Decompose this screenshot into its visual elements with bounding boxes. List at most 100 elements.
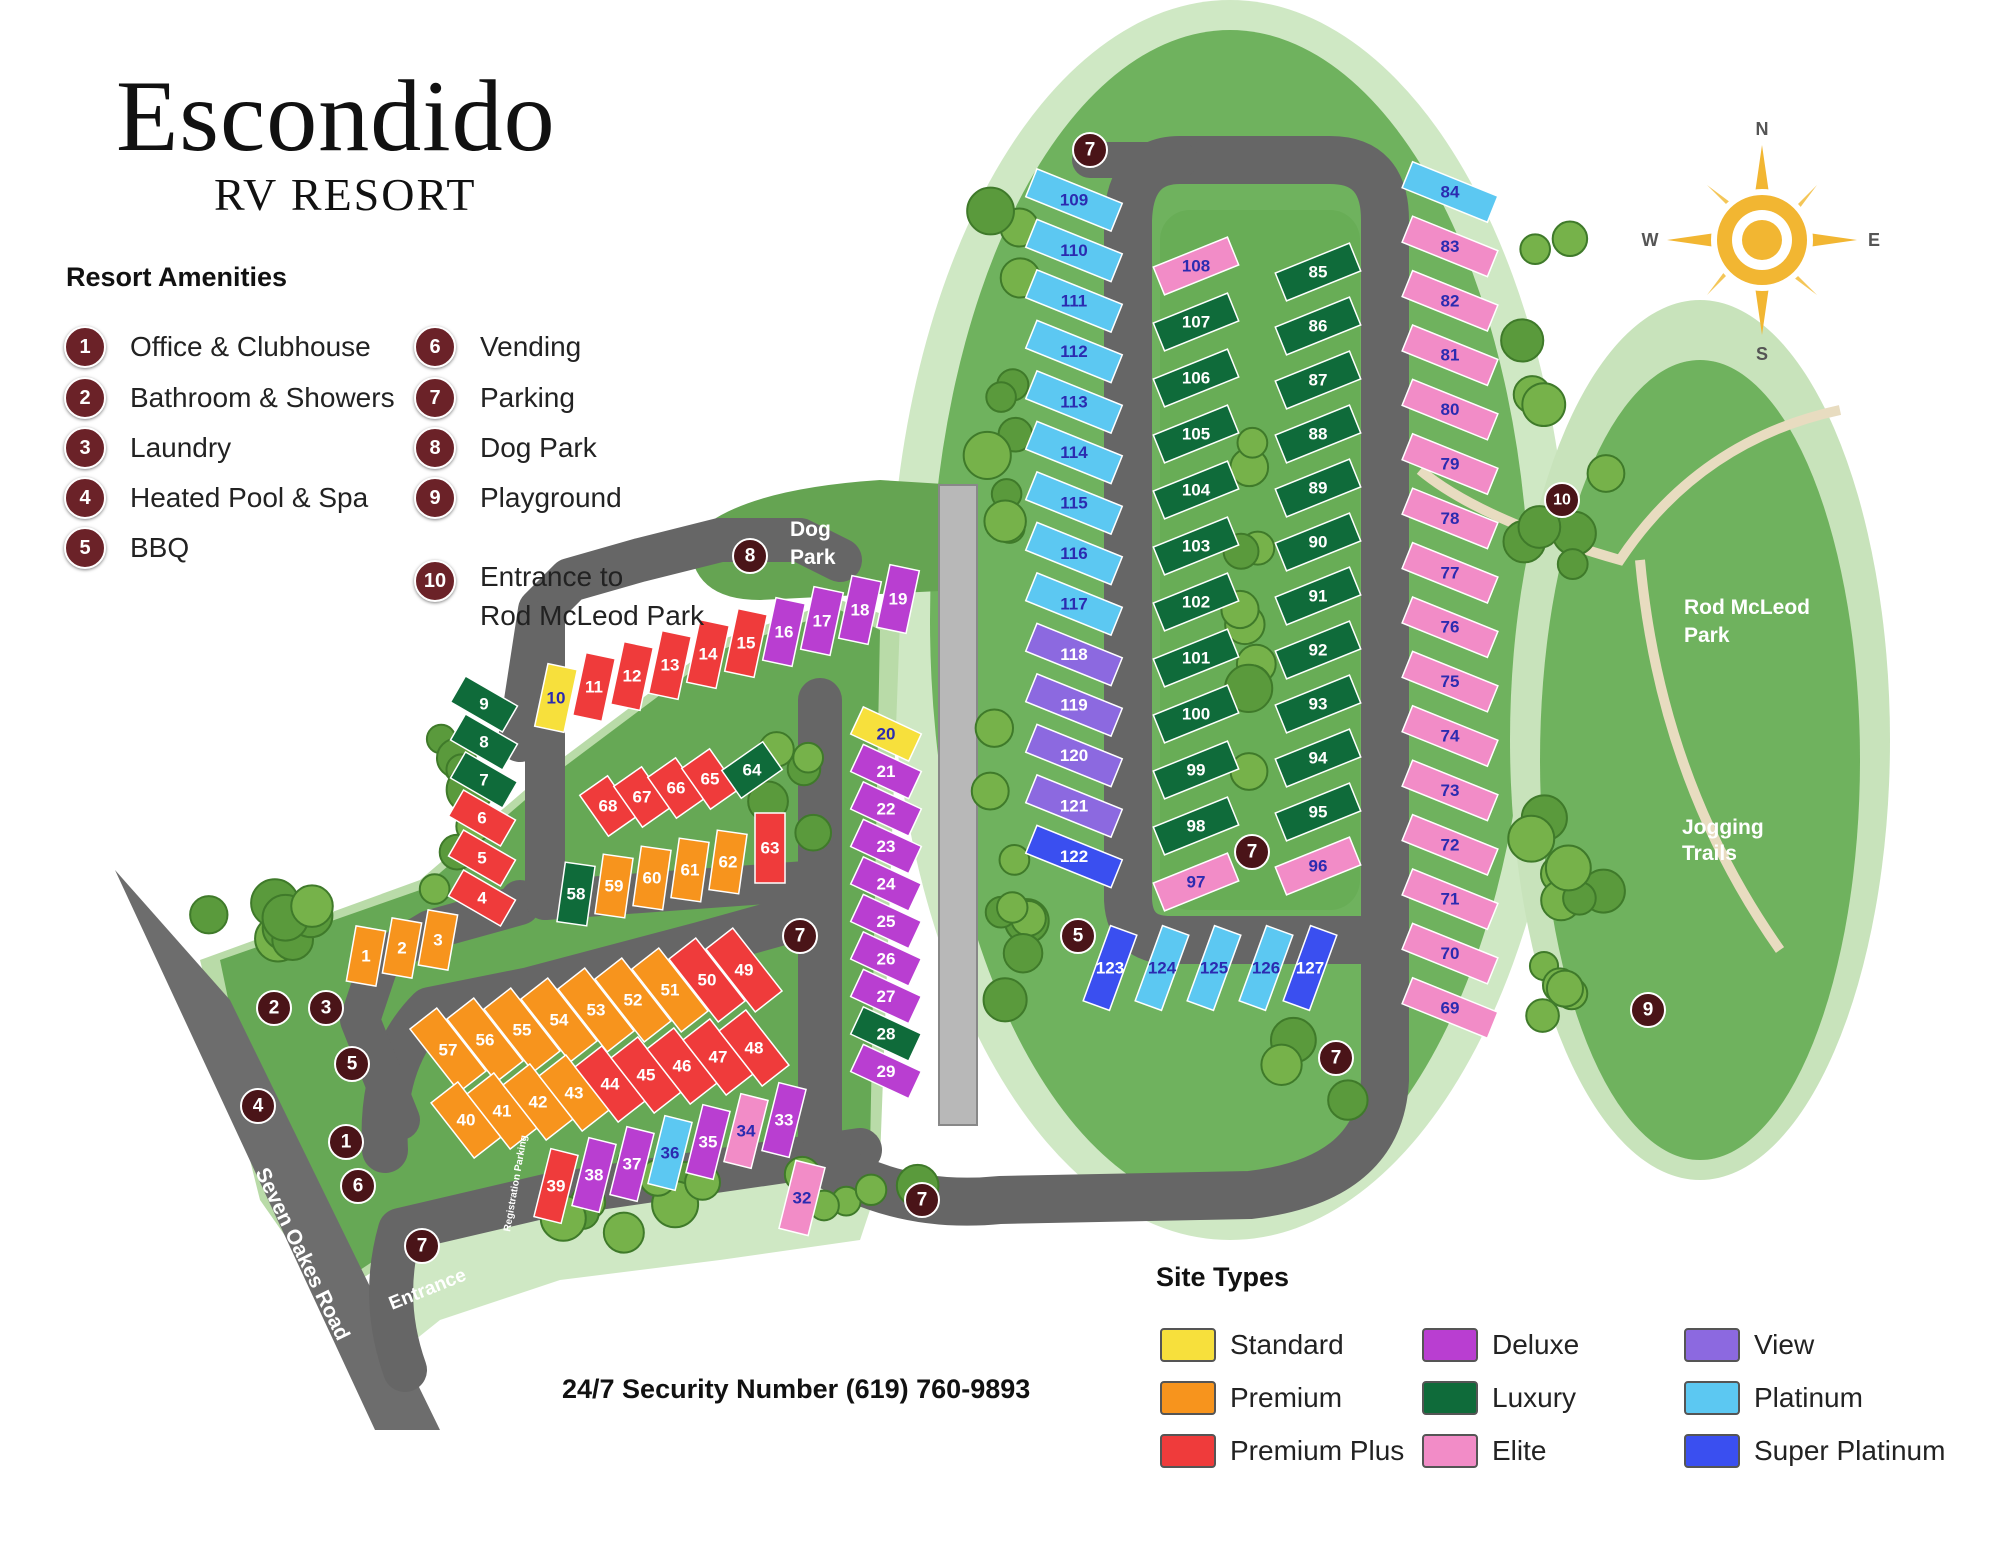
tree-icon (1500, 318, 1545, 363)
site-100: 100 (1152, 684, 1240, 744)
site-number: 8 (479, 733, 488, 752)
legend-label: Elite (1492, 1435, 1547, 1466)
site-number: 53 (587, 1001, 606, 1020)
site-number: 10 (547, 689, 566, 708)
marker-2: 2 (256, 990, 292, 1026)
site-81: 81 (1401, 324, 1499, 387)
site-58: 58 (556, 861, 596, 927)
legend-standard: Standard (1160, 1328, 1344, 1362)
site-111: 111 (1024, 268, 1124, 334)
site-37: 37 (609, 1125, 655, 1203)
site-1: 1 (345, 924, 387, 988)
site-118: 118 (1024, 622, 1124, 687)
site-6: 6 (447, 788, 517, 848)
amenity-label: Bathroom & Showers (130, 382, 395, 414)
site-number: 57 (439, 1041, 458, 1060)
site-95: 95 (1274, 782, 1362, 842)
site-number: 86 (1309, 317, 1328, 336)
legend-luxury: Luxury (1422, 1381, 1576, 1415)
site-number: 117 (1060, 595, 1087, 614)
tree-icon (418, 873, 451, 905)
site-62: 62 (708, 829, 748, 895)
legend-swatch (1422, 1328, 1478, 1362)
amenity-number-badge: 1 (64, 326, 106, 368)
amenity-number-badge: 4 (64, 477, 106, 519)
tree-icon (1260, 1043, 1303, 1086)
legend-label: Standard (1230, 1329, 1344, 1360)
site-93: 93 (1274, 674, 1362, 734)
site-number: 70 (1441, 944, 1460, 963)
legend-swatch (1684, 1328, 1740, 1362)
site-number: 127 (1296, 959, 1324, 978)
site-53: 53 (556, 966, 636, 1054)
site-number: 59 (605, 877, 624, 896)
site-number: 16 (775, 623, 794, 642)
site-56: 56 (445, 996, 525, 1084)
marker-7: 7 (904, 1182, 940, 1218)
site-127: 127 (1282, 924, 1338, 1012)
site-number: 48 (745, 1039, 764, 1058)
site-39: 39 (533, 1147, 579, 1225)
site-38: 38 (571, 1136, 617, 1214)
site-50: 50 (667, 936, 747, 1024)
marker-number: 7 (917, 1190, 928, 1211)
roads (115, 136, 1409, 1430)
tree-icon (966, 186, 1015, 236)
site-number: 45 (637, 1066, 656, 1085)
security-number: 24/7 Security Number (619) 760-9893 (562, 1374, 1031, 1404)
site-number: 77 (1441, 563, 1460, 582)
site-number: 112 (1060, 342, 1087, 361)
site-77: 77 (1401, 541, 1499, 604)
site-number: 5 (477, 849, 486, 868)
marker-8: 8 (732, 538, 768, 574)
site-number: 22 (877, 800, 896, 819)
tree-icon (1545, 969, 1584, 1008)
marker-7: 7 (1072, 132, 1108, 168)
legend-swatch (1160, 1328, 1216, 1362)
site-number: 100 (1182, 705, 1210, 724)
site-number: 61 (681, 861, 700, 880)
tree-icon (974, 708, 1015, 748)
site-55: 55 (482, 986, 562, 1074)
site-number: 33 (775, 1111, 794, 1130)
marker-7: 7 (1234, 834, 1270, 870)
site-109: 109 (1024, 167, 1124, 233)
site-36: 36 (647, 1114, 693, 1192)
site-5: 5 (447, 828, 517, 888)
site-number: 20 (877, 725, 896, 744)
resort-title: Escondido (116, 60, 556, 173)
site-number: 24 (877, 875, 896, 894)
site-number: 85 (1309, 263, 1328, 282)
site-number: 76 (1441, 618, 1460, 637)
rod-park-label-1: Rod McLeod (1684, 596, 1810, 619)
site-92: 92 (1274, 620, 1362, 680)
marker-number: 3 (321, 998, 332, 1019)
site-17: 17 (799, 585, 845, 657)
site-number: 25 (877, 912, 896, 931)
tree-icon (1521, 382, 1567, 428)
compass-s: S (1756, 344, 1768, 364)
site-94: 94 (1274, 728, 1362, 788)
site-85: 85 (1274, 242, 1362, 302)
site-number: 37 (623, 1155, 642, 1174)
site-70: 70 (1401, 922, 1499, 985)
site-119: 119 (1024, 672, 1124, 738)
site-number: 71 (1441, 890, 1460, 909)
site-number: 87 (1309, 371, 1328, 390)
marker-number: 4 (253, 1096, 264, 1117)
legend-label: View (1754, 1329, 1815, 1360)
site-number: 88 (1309, 425, 1328, 444)
site-11: 11 (571, 651, 617, 723)
site-number: 66 (667, 779, 686, 798)
site-12: 12 (609, 640, 655, 712)
site-number: 3 (433, 931, 442, 950)
legend-swatch (1422, 1381, 1478, 1415)
site-78: 78 (1401, 487, 1499, 550)
site-number: 65 (701, 770, 720, 789)
tree-icon (996, 891, 1029, 924)
jogging-label-1: Jogging (1682, 816, 1764, 839)
site-120: 120 (1024, 723, 1124, 788)
